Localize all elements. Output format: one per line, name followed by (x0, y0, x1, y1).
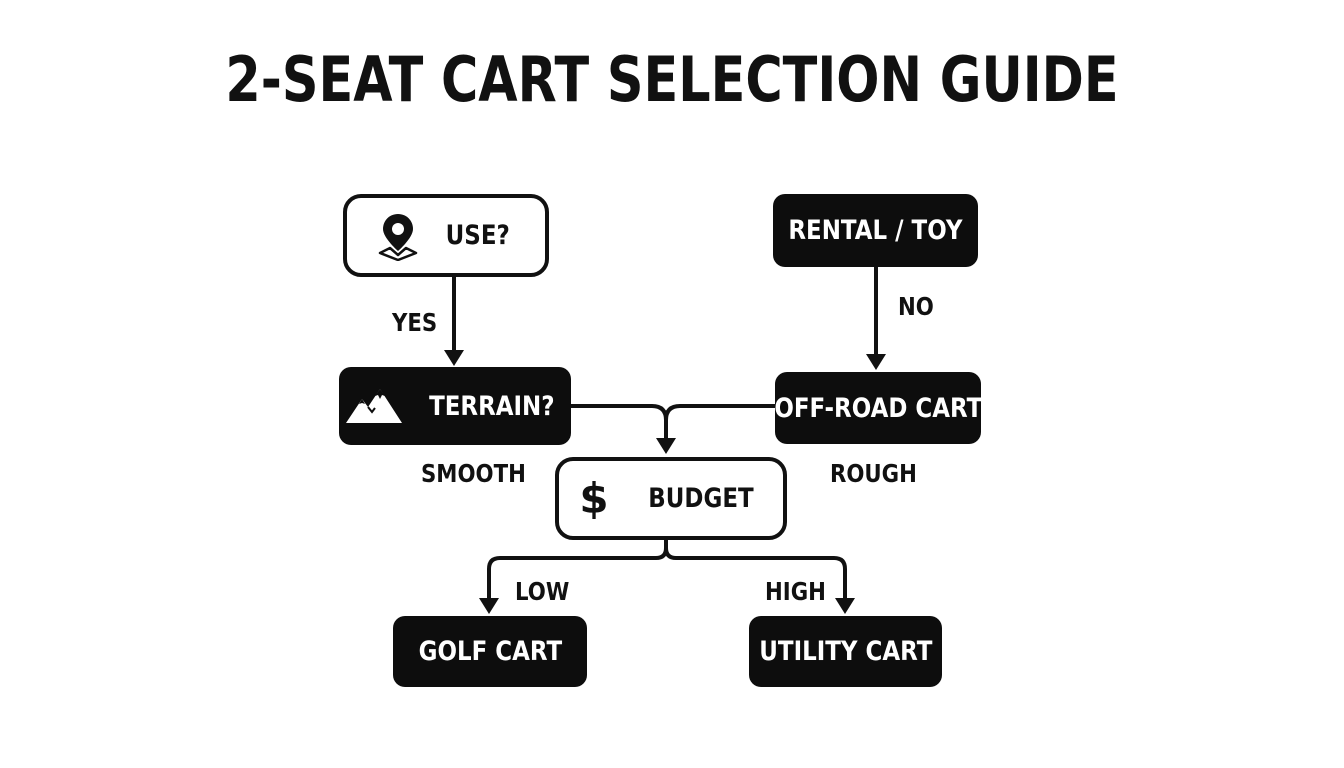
edge-offroad-to-budget (656, 404, 775, 454)
edge-label-low: LOW (515, 577, 570, 606)
node-budget: $ BUDGET (555, 457, 787, 540)
edge-terrain-to-budget (571, 404, 668, 440)
edge-label-smooth: SMOOTH (421, 459, 526, 488)
node-rental-toy: RENTAL / TOY (773, 194, 978, 267)
mountains-icon (344, 385, 404, 427)
map-pin-icon (376, 211, 420, 261)
node-off-road-cart: OFF-ROAD CART (774, 372, 982, 444)
node-use: USE? (343, 194, 549, 277)
edge-rental-to-offroad (866, 267, 886, 370)
edge-label-no: NO (898, 292, 934, 321)
node-use-label: USE? (445, 220, 511, 251)
edge-label-rough: ROUGH (830, 459, 917, 488)
node-utility-cart-label: UTILITY CART (758, 636, 933, 667)
node-off-road-cart-label: OFF-ROAD CART (774, 392, 982, 424)
node-golf-cart: GOLF CART (393, 616, 587, 687)
node-utility-cart: UTILITY CART (749, 616, 942, 687)
edge-use-to-terrain (444, 277, 464, 366)
diagram-title: 2-SEAT CART SELECTION GUIDE (225, 43, 1119, 116)
node-terrain: TERRAIN? (339, 367, 571, 445)
node-rental-toy-label: RENTAL / TOY (788, 215, 963, 246)
node-golf-cart-label: GOLF CART (418, 636, 562, 667)
dollar-sign-icon: $ (579, 474, 609, 523)
node-budget-label: BUDGET (647, 483, 754, 514)
edge-budget-to-utility (664, 547, 855, 614)
edge-label-high: HIGH (765, 577, 826, 606)
node-terrain-label: TERRAIN? (429, 390, 555, 422)
edge-label-yes: YES (392, 308, 438, 337)
